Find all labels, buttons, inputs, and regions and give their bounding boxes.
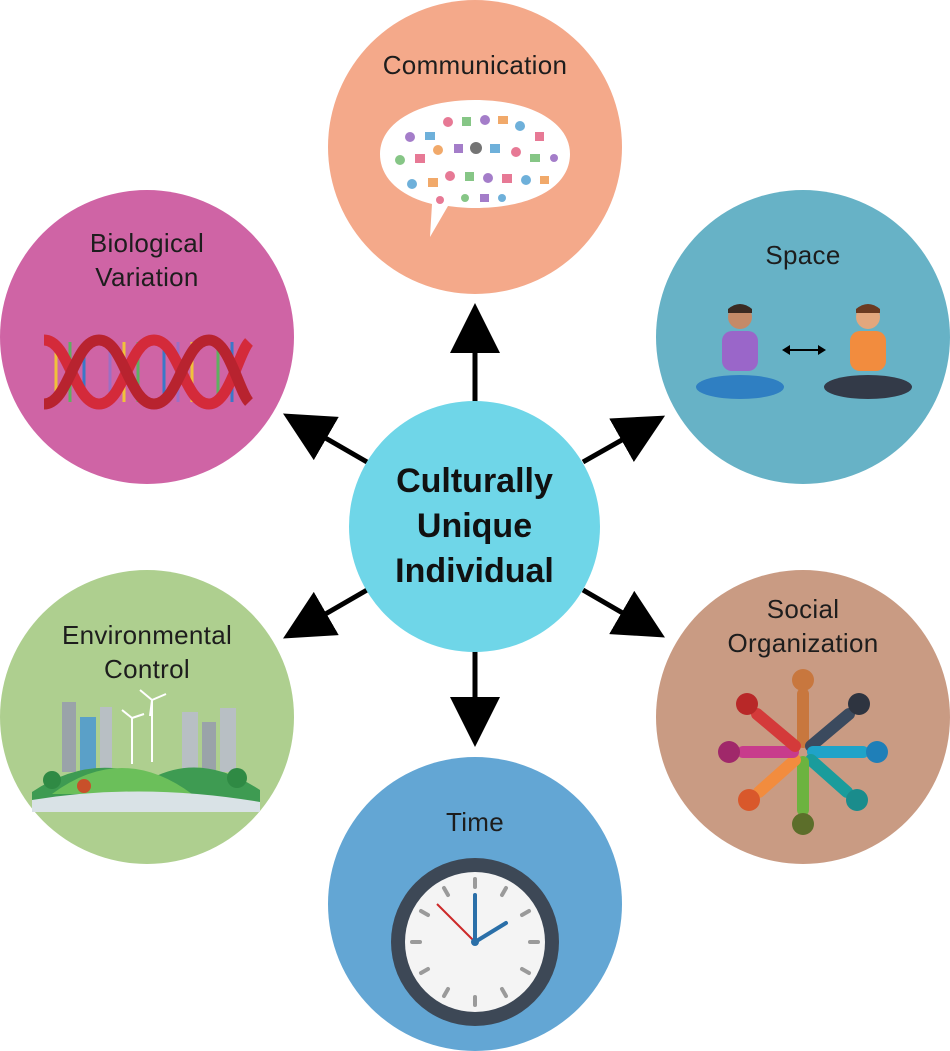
arrow-to-space [581, 415, 666, 465]
node-environmental-control-label-1: Environmental [61, 620, 233, 650]
node-communication: Communication [328, 0, 622, 294]
node-communication-label: Communication [382, 50, 568, 80]
center-label-line-2: Unique [416, 507, 533, 545]
arrow-to-social-organization [581, 587, 665, 638]
center-label-line-1: Culturally [396, 462, 553, 500]
node-environmental-control: Environmental Control [0, 570, 294, 864]
node-space-label: Space [765, 240, 841, 270]
arrow-to-environmental-control [283, 587, 369, 639]
node-time-label: Time [445, 807, 504, 837]
dna-helix-icon [42, 334, 254, 410]
node-biological-variation-label-1: Biological [89, 228, 205, 258]
node-environmental-control-label-2: Control [104, 654, 190, 684]
center-label-line-3: Individual [395, 552, 554, 590]
green-city-icon [32, 689, 260, 812]
node-biological-variation: Biological Variation [0, 190, 294, 484]
arrow-to-biological-variation [283, 413, 369, 465]
speech-bubble-icons [380, 100, 570, 237]
node-biological-variation-label-2: Variation [95, 262, 199, 292]
people-circle-icon [718, 669, 888, 835]
node-social-organization-label-2: Organization [727, 628, 879, 658]
node-social-organization: Social Organization [656, 570, 950, 864]
two-people-sitting-apart-icon [696, 304, 912, 399]
node-social-organization-label-1: Social [766, 594, 840, 624]
center-node: Culturally Unique Individual [349, 401, 600, 652]
node-time: Time [328, 757, 622, 1051]
clock-icon [391, 858, 559, 1026]
node-space: Space [656, 190, 950, 484]
